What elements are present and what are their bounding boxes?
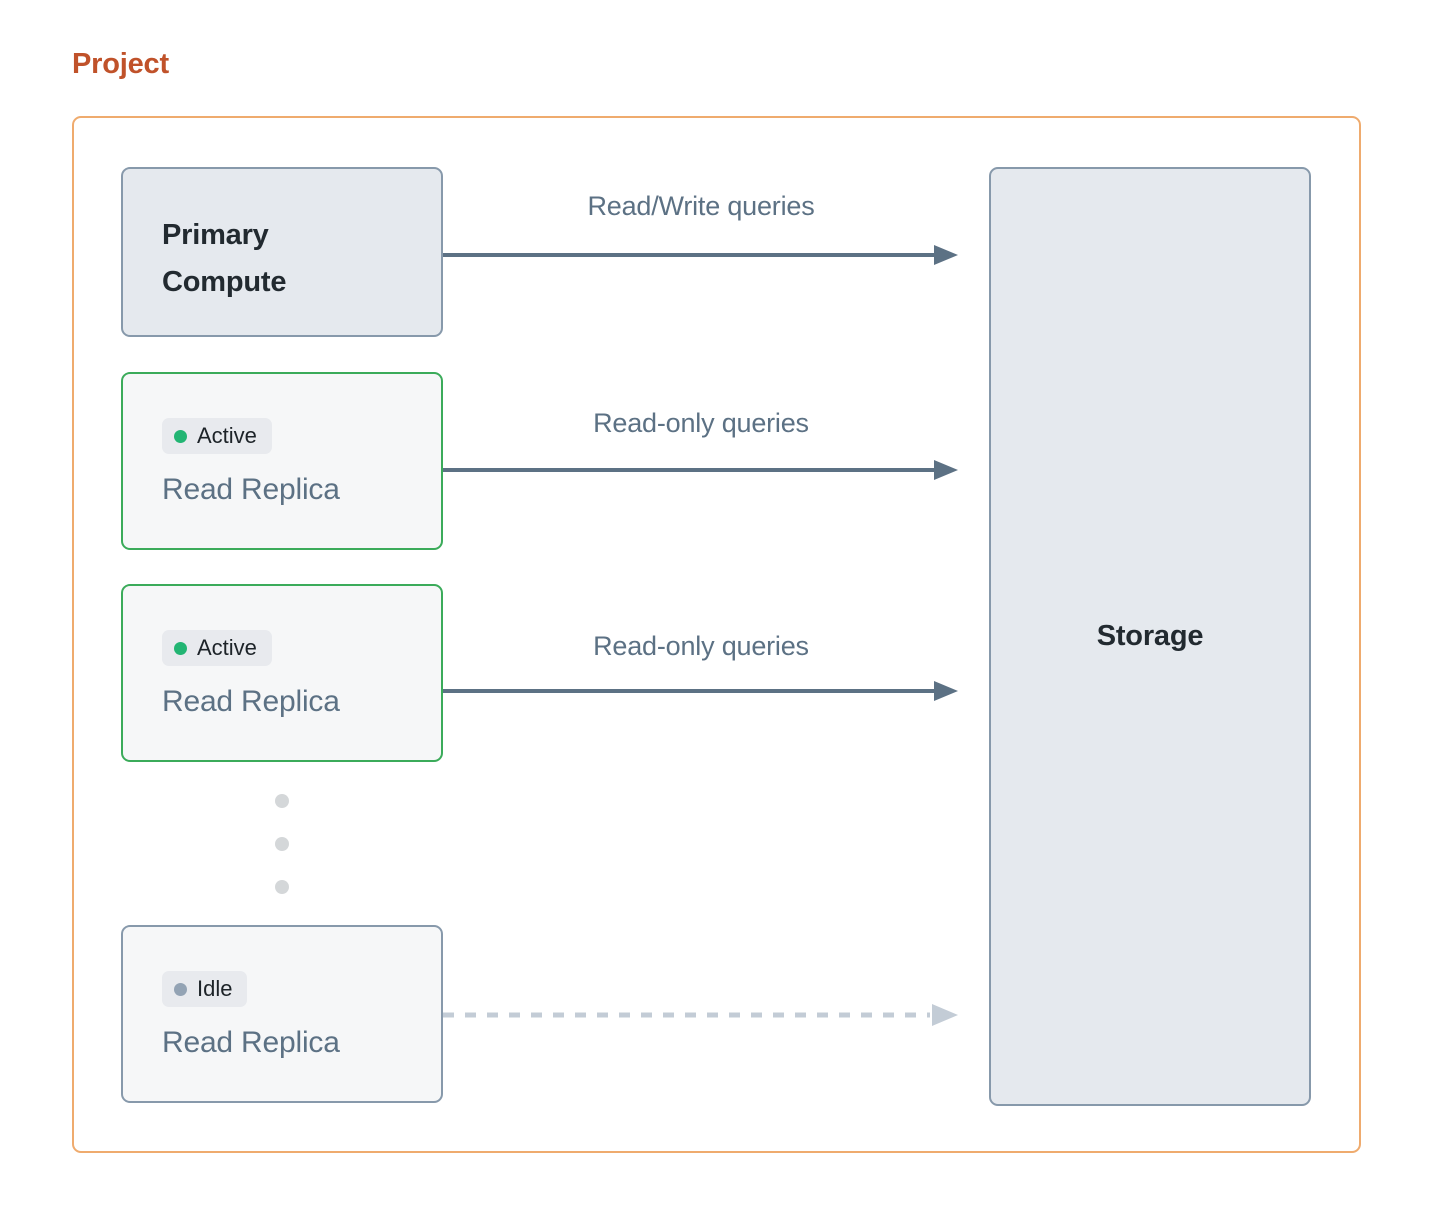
connector-arrow-replica3-idle-to-storage	[443, 1003, 959, 1027]
node-read-replica-1[interactable]: Active Read Replica	[121, 372, 443, 550]
status-dot-icon	[174, 641, 187, 655]
status-label: Idle	[197, 976, 233, 1001]
status-badge: Active	[162, 630, 272, 666]
page-title: Project	[72, 48, 169, 80]
status-badge: Active	[162, 418, 272, 454]
ellipsis-dot-icon	[275, 794, 289, 808]
status-dot-icon	[174, 982, 187, 996]
primary-compute-label-line2: Compute	[162, 265, 287, 298]
status-label: Active	[197, 635, 257, 660]
replica-name: Read Replica	[162, 1026, 340, 1059]
connector-arrow-replica1-to-storage	[443, 458, 959, 482]
connector-label-read-only-2: Read-only queries	[593, 631, 809, 661]
primary-compute-label-line1: Primary	[162, 219, 269, 251]
connector-arrow-primary-to-storage	[443, 243, 959, 267]
node-storage[interactable]: Storage	[989, 167, 1311, 1106]
ellipsis-more-replicas	[275, 794, 289, 894]
connector-label-read-only-1: Read-only queries	[593, 408, 809, 438]
primary-compute-label: Primary Compute	[162, 212, 286, 306]
node-primary-compute[interactable]: Primary Compute	[121, 167, 443, 337]
ellipsis-dot-icon	[275, 880, 289, 894]
connector-arrow-replica2-to-storage	[443, 679, 959, 703]
status-dot-icon	[174, 429, 187, 443]
connector-label-read-write: Read/Write queries	[587, 191, 815, 221]
node-read-replica-3[interactable]: Idle Read Replica	[121, 925, 443, 1103]
status-badge: Idle	[162, 971, 248, 1007]
status-label: Active	[197, 423, 257, 448]
project-container	[72, 116, 1361, 1153]
node-read-replica-2[interactable]: Active Read Replica	[121, 584, 443, 762]
ellipsis-dot-icon	[275, 837, 289, 851]
storage-label: Storage	[1096, 620, 1204, 652]
replica-name: Read Replica	[162, 685, 340, 718]
replica-name: Read Replica	[162, 473, 340, 506]
